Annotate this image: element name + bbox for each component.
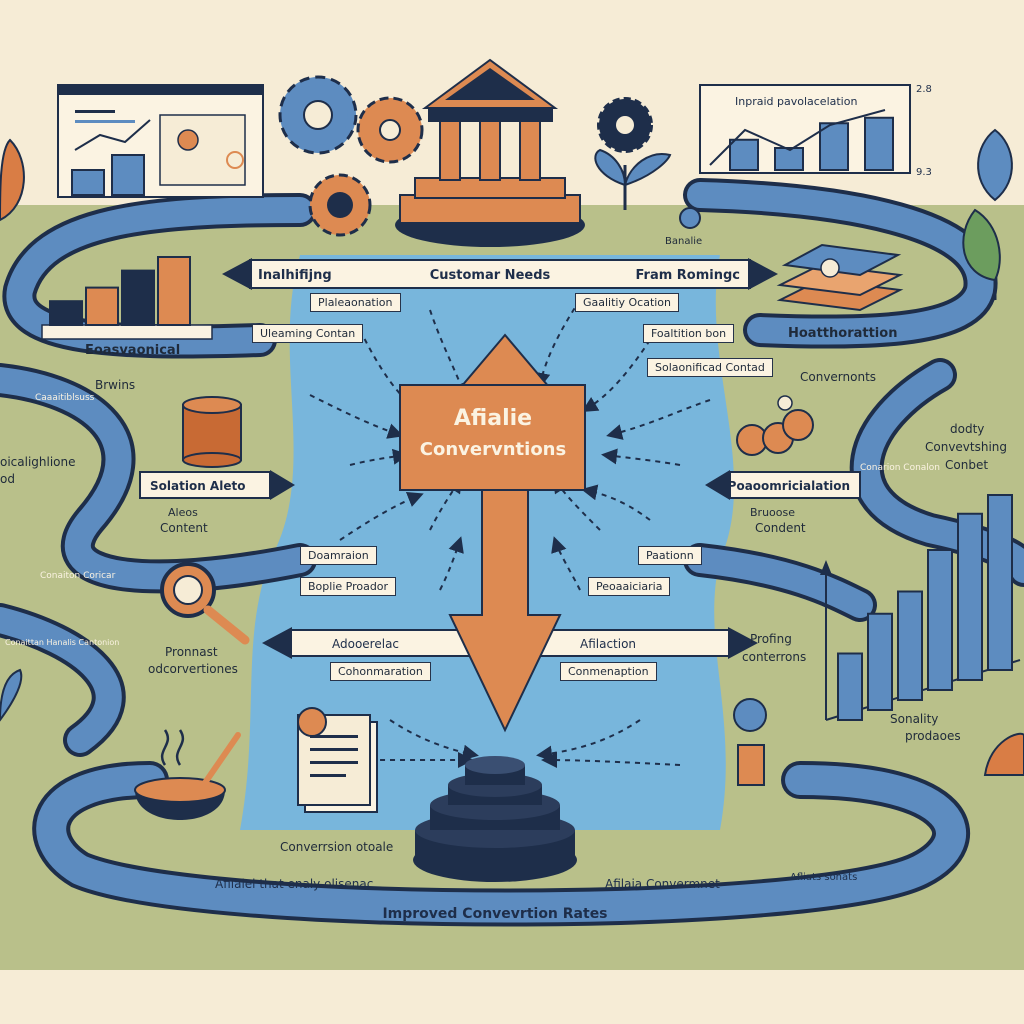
- bottom-ribbon-far-right: Afliats sonats: [790, 872, 857, 883]
- coin-stack-icon: [182, 396, 242, 468]
- top-right-bar-4: [864, 116, 894, 171]
- ribbon-right: Conarion Conalon: [860, 463, 940, 473]
- top-band: [222, 258, 778, 290]
- conversion-box: [399, 384, 586, 491]
- tag-boplie-proador: Boplie Proador: [300, 577, 397, 596]
- tag-gaalitiy-ocation: Gaalitiy Ocation: [575, 293, 680, 312]
- mid-band-right: Poaoomricialation: [728, 479, 850, 493]
- top-band-middle: Customar Needs: [430, 268, 551, 283]
- coins-icon-right: [736, 395, 814, 456]
- bottom-banner: Improved Convevrtion Rates: [382, 906, 607, 922]
- tag-foaltition-bon: Foaltition bon: [643, 324, 735, 343]
- right-bar-4: [927, 549, 953, 691]
- right-bar-6: [987, 494, 1013, 671]
- price-tag-icon: [733, 698, 767, 786]
- bottom-ribbon-left: Afilalel that enaly olisenac: [215, 877, 373, 891]
- coin-icon-top: [679, 207, 701, 229]
- top-right-bar-1: [729, 138, 759, 171]
- left-bar-4: [157, 256, 191, 326]
- label-conterrons: conterrons: [742, 650, 807, 664]
- magnifier-icon: [160, 562, 250, 645]
- temple-icon: [395, 58, 585, 247]
- top-right-bar-2: [774, 147, 804, 171]
- label-sonality: Sonality: [890, 712, 939, 726]
- left-bar-3: [121, 269, 155, 327]
- gear-icon-small: [308, 173, 372, 237]
- tag-conmenaption: Conmenaption: [560, 662, 657, 681]
- dashboard-panel: [57, 84, 264, 198]
- right-bar-3: [897, 590, 923, 701]
- right-bar-chart: [820, 494, 1021, 721]
- top-band-right: Fram Romingc: [635, 268, 740, 283]
- document-icon: [297, 707, 378, 813]
- left-bar-chart: [41, 256, 213, 340]
- mid-band-left: Solation Aleto: [150, 479, 245, 493]
- bottom-ribbon-right: Afilaia Convermnet: [605, 877, 720, 891]
- top-right-bar-3: [819, 122, 849, 171]
- label-content-left: Content: [160, 521, 208, 535]
- label-aleos: Aleos: [168, 506, 198, 519]
- tree-icon: [962, 128, 1013, 300]
- label-bruoose: Bruoose: [750, 506, 795, 519]
- dashboard-bar-1: [71, 169, 105, 196]
- label-conversion-stoale: Converrsion otoale: [280, 840, 394, 854]
- dashboard-bar-2: [111, 154, 145, 196]
- label-banalie: Banalie: [665, 236, 703, 247]
- center-title-line2: Convervntions: [420, 439, 566, 460]
- leaf-icon-bottom-left: [0, 668, 23, 722]
- label-odcorvertions: odcorvertiones: [148, 662, 238, 676]
- label-condent: Condent: [755, 521, 806, 535]
- plant-icon: [594, 148, 672, 210]
- right-bar-5: [957, 512, 983, 681]
- cash-stack-icon: [776, 243, 904, 312]
- tag-solaonificad-contad: Solaonificad Contad: [647, 358, 773, 377]
- label-left-edge2: od: [0, 472, 15, 486]
- center-title-line1: Afialie: [454, 406, 532, 431]
- cooking-pot-icon: [134, 729, 241, 820]
- label-dodty: dodty: [950, 422, 985, 436]
- ribbon-left-top: Caaaitiblsuss: [35, 393, 95, 403]
- low-band-left: Adooerelac: [332, 637, 399, 651]
- label-proling: Profing: [750, 632, 792, 646]
- tag-cohonmaration: Cohonmaration: [330, 662, 431, 681]
- label-left-chart: Eoasvaonical: [85, 343, 181, 358]
- top-right-chart-title: Inpraid pavolacelation: [735, 95, 857, 108]
- tag-plaleaonation: Plaleaonation: [310, 293, 401, 312]
- left-bar-1: [49, 300, 83, 327]
- right-bar-2: [867, 612, 893, 711]
- gear-icon-blue: [278, 75, 358, 155]
- top-right-tick-bottom: 9.3: [916, 167, 932, 178]
- tag-uleaming-contan: Uleaming Contan: [252, 324, 364, 343]
- central-double-arrow: [399, 333, 586, 733]
- label-produces: prodaoes: [905, 729, 961, 743]
- left-bar-2: [85, 286, 119, 327]
- label-brwins: Brwins: [95, 378, 136, 392]
- tag-doamraion: Doamraion: [300, 546, 377, 565]
- ribbon-left-low: Conaittan Hanalis Cantonion: [5, 638, 119, 647]
- ribbon-left-mid: Conaiton Coricar: [40, 571, 116, 581]
- stacked-pedestal-icon: [413, 756, 577, 882]
- gear-icon-orange: [356, 96, 424, 164]
- label-left-edge1: oicalighlione: [0, 455, 76, 469]
- label-conversments: Convernonts: [800, 370, 877, 384]
- tag-peoaaiciaria: Peoaaiciaria: [588, 577, 671, 596]
- right-bar-1: [837, 652, 863, 721]
- top-band-left: Inalhifijng: [258, 268, 332, 283]
- top-right-tick-top: 2.8: [916, 84, 932, 95]
- label-pronnast: Pronnast: [165, 645, 218, 659]
- label-hoalthriontion: Hoatthorattion: [788, 326, 898, 341]
- tag-paationn: Paationn: [638, 546, 702, 565]
- mid-band: [139, 470, 861, 500]
- label-convertshing: Convevtshing: [925, 440, 1008, 454]
- low-band-right: Afilaction: [580, 637, 636, 651]
- gear-icon-navy: [597, 97, 653, 153]
- top-right-chart: [699, 84, 911, 174]
- label-contbet: Conbet: [945, 458, 989, 472]
- leaf-icon-left: [0, 138, 25, 222]
